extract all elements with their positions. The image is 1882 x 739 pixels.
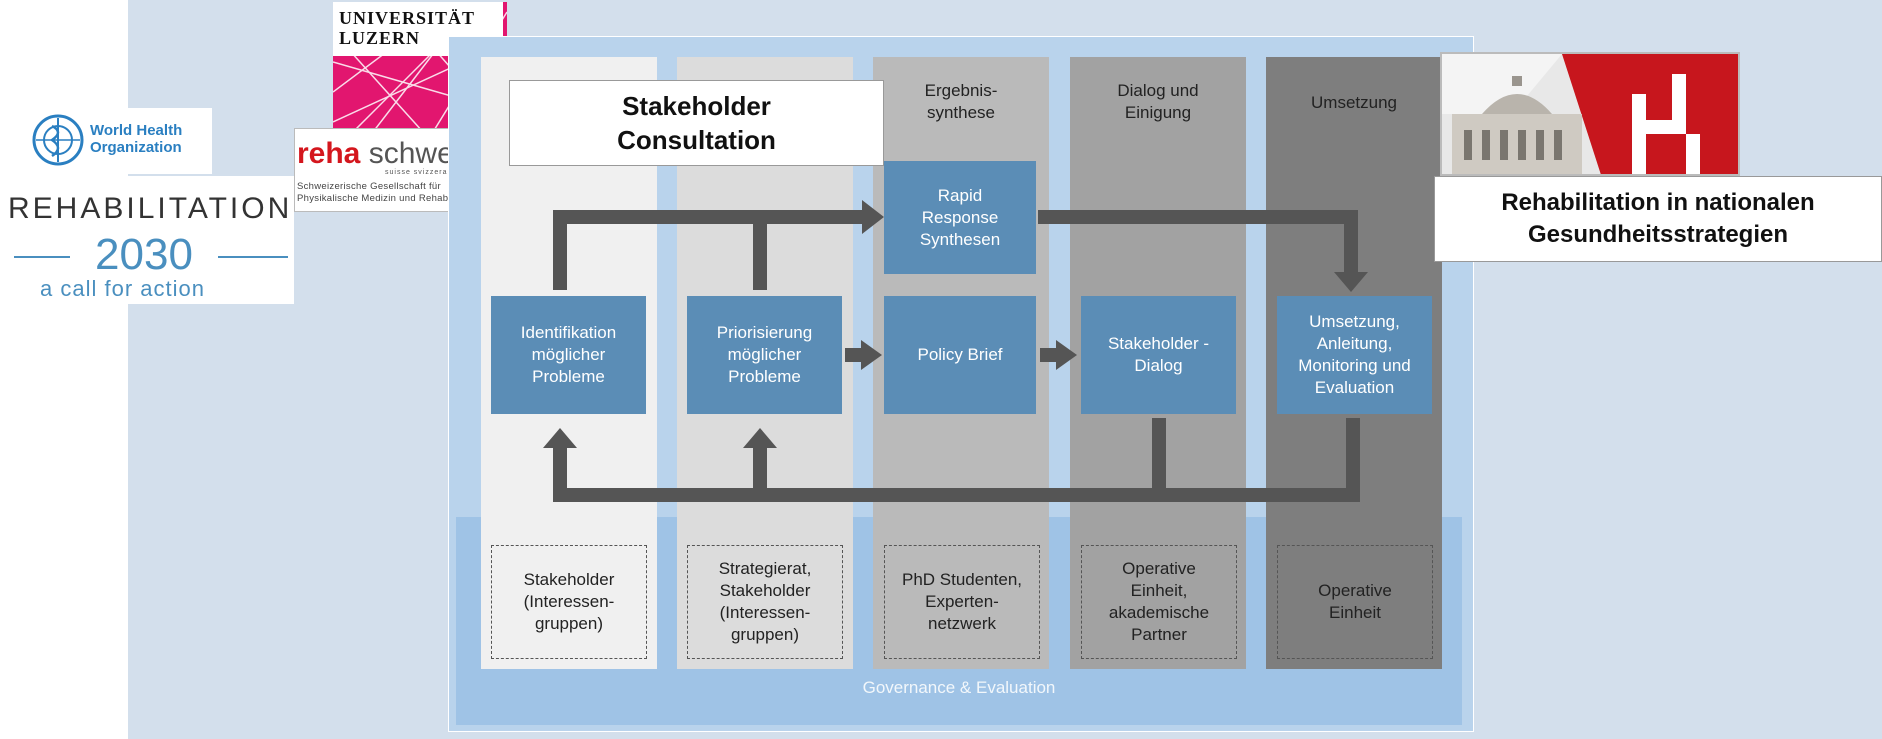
actor-box-5: Operative Einheit — [1277, 545, 1433, 659]
rehab2030-logo: REHABILITATION 2030 a call for action — [0, 176, 294, 304]
arrow-head-col4 — [1056, 340, 1077, 370]
arrow-rapid-right — [1038, 210, 1358, 224]
process-box-stakeholder-dialog: Stakeholder - Dialog — [1081, 296, 1236, 414]
arrow-head-col5-down — [1334, 272, 1368, 292]
actor-box-4: Operative Einheit, akademische Partner — [1081, 545, 1237, 659]
rehabilitation-strategies-callout: Rehabilitation in nationalen Gesundheits… — [1434, 176, 1882, 262]
arrow-col1-bottom-up — [553, 446, 567, 502]
process-box-priorisierung: Priorisierung möglicher Probleme — [687, 296, 842, 414]
actor-box-3: PhD Studenten, Experten- netzwerk — [884, 545, 1040, 659]
arrow-col2-bottom-up — [753, 446, 767, 502]
actor-box-1: Stakeholder (Interessen- gruppen) — [491, 545, 647, 659]
who-name: World Health Organization — [90, 122, 183, 156]
column-3-header: Ergebnis- synthese — [924, 81, 998, 122]
process-box-identifikation: Identifikation möglicher Probleme — [491, 296, 646, 414]
arrow-head-col3 — [861, 340, 882, 370]
arrow-col5-bottom — [1346, 418, 1360, 502]
arrow-col4-bottom — [1152, 418, 1166, 502]
column-4-header: Dialog und Einigung — [1117, 81, 1199, 122]
process-box-umsetzung: Umsetzung, Anleitung, Monitoring und Eva… — [1277, 296, 1432, 414]
stakeholder-consultation-callout: Stakeholder Consultation — [509, 80, 884, 166]
arrow-head-col1-up — [543, 428, 577, 448]
reha-bold: reha — [297, 137, 361, 170]
federal-palace-icon — [1442, 54, 1738, 174]
column-5-header: Umsetzung — [1311, 93, 1397, 112]
actor-box-2: Strategierat, Stakeholder (Interessen- g… — [687, 545, 843, 659]
arrow-col1-up — [553, 210, 567, 290]
arrow-bottom-horizontal — [553, 488, 1360, 502]
parliament-image — [1440, 52, 1740, 176]
rehab2030-rule-left — [14, 256, 70, 258]
arrow-head-col2-up — [743, 428, 777, 448]
process-box-policy-brief: Policy Brief — [884, 296, 1036, 414]
arrow-col2-up — [753, 210, 767, 290]
rapid-response-box: Rapid Response Synthesen — [884, 161, 1036, 274]
arrow-col2-col3 — [845, 348, 863, 362]
who-logo: World Health Organization — [30, 108, 212, 174]
rehab2030-tagline: a call for action — [40, 276, 205, 301]
who-emblem-icon — [32, 114, 84, 166]
rehab2030-rule-right — [218, 256, 288, 258]
arrow-col5-down — [1344, 210, 1358, 274]
reha-languages: suisse svizzera svizra — [385, 169, 475, 176]
arrow-head-rapid-right — [862, 200, 884, 234]
rehab2030-year: 2030 — [95, 230, 193, 279]
rehab2030-title: REHABILITATION — [8, 192, 293, 225]
governance-label: Governance & Evaluation — [862, 678, 1056, 697]
arrow-col3-col4 — [1040, 348, 1058, 362]
arrow-top-horizontal — [553, 210, 873, 224]
